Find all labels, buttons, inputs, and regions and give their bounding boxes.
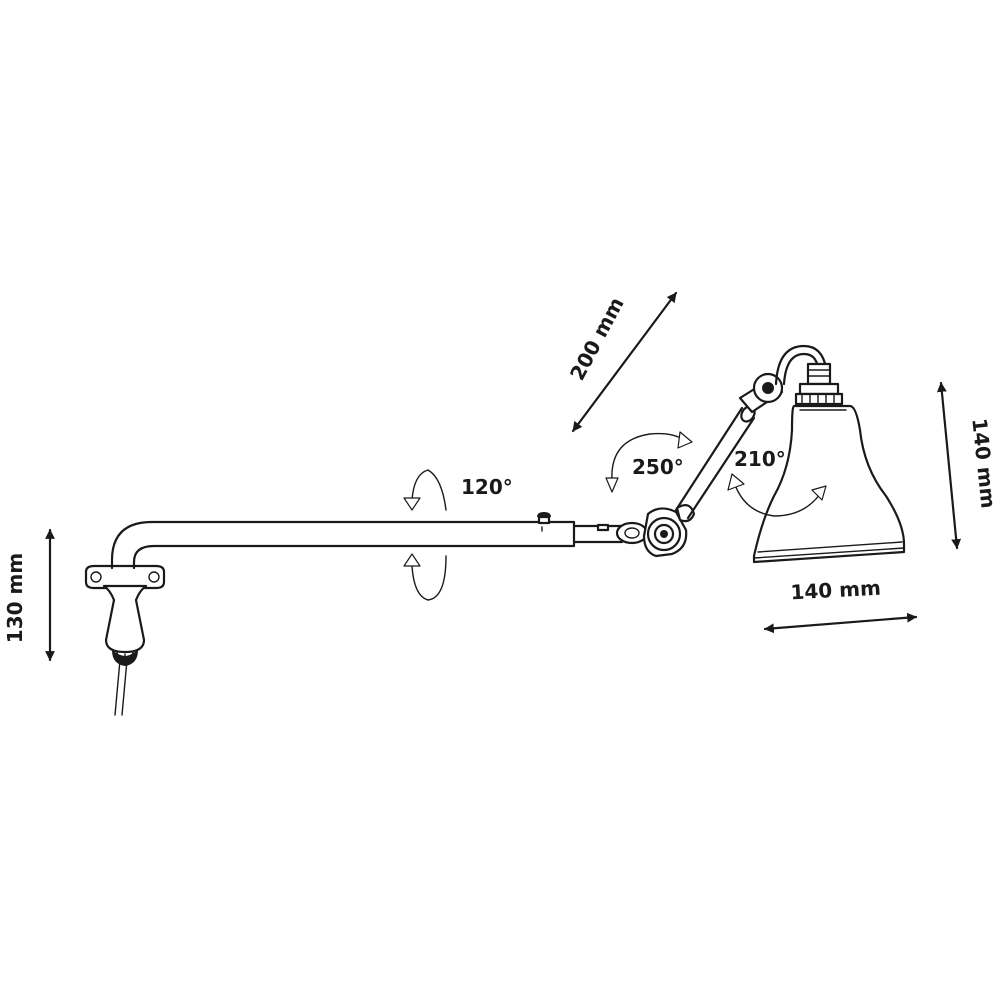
dimension-arm-length: 200 mm <box>565 291 678 433</box>
label-base-height: 130 mm <box>3 553 27 643</box>
bulb-socket <box>794 362 844 406</box>
upper-arm <box>674 406 756 520</box>
rotation-main-arm: 120° <box>403 469 513 601</box>
label-shade-height: 140 mm <box>967 417 1000 509</box>
rotation-arrow-icon <box>727 473 745 491</box>
rotation-arrow-icon <box>403 553 421 567</box>
dimension-shade-width: 140 mm <box>763 576 918 634</box>
label-shade-rotation: 210° <box>734 447 786 471</box>
label-elbow-rotation: 250° <box>632 455 684 479</box>
arm-knob <box>537 512 551 532</box>
elbow-joint <box>615 504 696 558</box>
label-main-arm-rotation: 120° <box>461 475 513 499</box>
dimension-shade-height: 140 mm <box>936 381 1000 550</box>
label-shade-width: 140 mm <box>790 576 882 605</box>
base-curve-arm <box>110 520 576 570</box>
wall-base <box>84 564 166 666</box>
rotation-arrow-icon <box>605 477 619 493</box>
rotation-elbow: 250° <box>605 431 693 493</box>
rotation-arrow-icon <box>811 485 827 501</box>
shade-hanger <box>774 344 828 386</box>
rotation-arrow-icon <box>677 431 693 449</box>
shade-pivot <box>738 372 784 414</box>
rotation-shade: 210° <box>727 447 827 517</box>
dimension-base-height: 130 mm <box>3 528 55 662</box>
lamp-illustration <box>84 344 906 716</box>
power-cord <box>114 659 128 716</box>
lamp-shade <box>752 404 906 564</box>
rotation-arrow-icon <box>403 497 421 511</box>
